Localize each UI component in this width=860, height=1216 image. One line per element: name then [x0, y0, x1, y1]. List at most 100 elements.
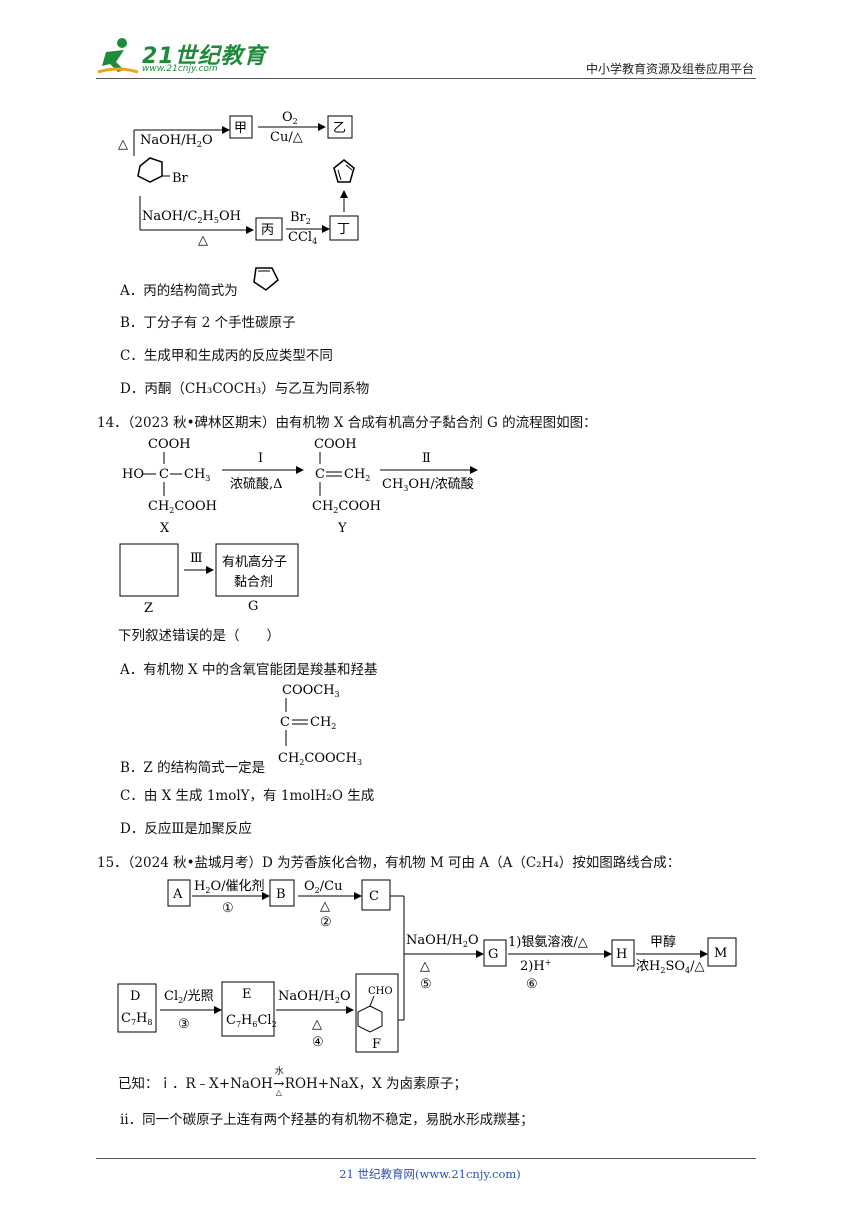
q15-c: C	[369, 889, 379, 904]
q14-y-ch2: CH2	[344, 467, 370, 483]
q15-h: H	[616, 947, 627, 962]
q13-br: Br	[172, 171, 189, 186]
q13-reagent-bottom: NaOH/C2H5OH	[142, 209, 241, 225]
q14-y-cooh: COOH	[314, 437, 357, 452]
q15-e-formula: C7H6Cl2	[226, 1013, 277, 1029]
q15-n3: ③	[178, 1017, 190, 1032]
q13-reagent-top: NaOH/H2O	[140, 133, 213, 149]
q15-r6a: 1)银氨溶液/△	[508, 935, 588, 950]
q15-f: F	[372, 1037, 381, 1052]
q14-y-ch2cooh: CH2COOH	[312, 499, 381, 515]
q15-r1: H2O/催化剂	[194, 879, 264, 895]
q15-synthesis-route: A H2O/催化剂 ① B O2/Cu △ ② C NaOH/H2O △ ⑤ G…	[117, 879, 737, 1053]
q15-a: A	[172, 887, 183, 902]
q14-x-ch3: CH3	[184, 467, 210, 483]
q15-r5: NaOH/H2O	[406, 933, 479, 949]
cyclopentadiene-ring	[333, 159, 355, 183]
q14-option-c: C．由 X 生成 1molY，有 1molH₂O 生成	[120, 788, 375, 804]
q14-option-b: B．Z 的结构简式一定是	[120, 760, 266, 776]
q15-e: E	[242, 987, 252, 1002]
q15-m: M	[714, 946, 727, 961]
q13-option-b: B．丁分子有 2 个手性碳原子	[120, 315, 296, 331]
q14-b-cooch3: COOCH3	[282, 683, 340, 699]
q13-option-a-text: A．丙的结构简式为	[120, 283, 238, 299]
q14-g-box	[215, 543, 299, 597]
q15-g: G	[488, 947, 498, 962]
q14-g-line1: 有机高分子	[222, 554, 287, 570]
q15-b: B	[276, 887, 286, 902]
q13-ccl4: CCl4	[288, 230, 317, 246]
header-divider	[96, 78, 756, 79]
q15-r2: O2/Cu	[304, 879, 342, 895]
q15-r4: NaOH/H2O	[278, 989, 351, 1005]
q14-y-c: C	[315, 467, 325, 482]
q14-x-ho: HO	[122, 467, 144, 482]
q15-n5: ⑤	[420, 977, 432, 992]
q14-b-c: C	[280, 715, 290, 730]
q14-step3: Ⅲ	[190, 551, 203, 566]
q14-x-cooh: COOH	[148, 437, 191, 452]
q14-z-box	[119, 543, 179, 597]
q13-heat-bottom: △	[198, 233, 208, 248]
cyclopentene-icon	[253, 267, 279, 291]
q13-option-c: C．生成甲和生成丙的反应类型不同	[120, 348, 333, 364]
q15-r7a: 甲醇	[650, 934, 676, 950]
q15-r7b: 浓H2SO4/△	[636, 959, 705, 975]
q14-x-label: X	[160, 521, 170, 536]
q13-heat-top: △	[118, 137, 128, 152]
q13-br2: Br2	[290, 210, 311, 226]
q14-step1: I	[258, 451, 263, 466]
footer-divider	[96, 1158, 756, 1159]
q14-cond2: CH3OH/浓硫酸	[382, 477, 474, 493]
q14-option-a: A．有机物 X 中的含氧官能团是羧基和羟基	[120, 662, 378, 678]
q15-known-i-water: 水	[274, 1067, 284, 1077]
q15-r3: Cl2/光照	[164, 989, 214, 1005]
q14-step2: Ⅱ	[422, 451, 431, 466]
q14-cond1: 浓硫酸,Δ	[230, 477, 283, 492]
benzene-ring-icon	[357, 1005, 383, 1033]
logo-url: www.21cnjy.com	[142, 64, 218, 74]
q15-known-i-tail: ROH+NaX，X 为卤素原子；	[284, 1076, 467, 1092]
q15-r6b: 2)H+	[520, 958, 551, 974]
q14-b-ch2cooch3: CH2COOCH3	[278, 751, 362, 767]
q15-d: D	[130, 989, 140, 1004]
q15-n4: ④	[312, 1035, 324, 1050]
q13-ding: 丁	[337, 222, 350, 237]
q14-question: 下列叙述错误的是（ ）	[118, 628, 280, 644]
q14-g-line2: 黏合剂	[234, 574, 273, 590]
q13-option-a: A．丙的结构简式为	[120, 279, 238, 299]
q13-bing: 丙	[261, 223, 274, 238]
logo-text: 21世纪教育	[142, 44, 267, 69]
q13-cu: Cu/△	[270, 130, 303, 145]
q15-known-ii: ⅱ．同一个碳原子上连有两个羟基的有机物不稳定，易脱水形成羰基；	[120, 1112, 534, 1128]
q13-o2: O2	[282, 110, 298, 126]
q13-yi: 乙	[333, 121, 346, 136]
q14-y-label: Y	[337, 521, 347, 536]
q15-cho: CHO	[368, 986, 393, 997]
q15-stem: 15．（2024 秋•盐城月考）D 为芳香族化合物，有机物 M 可由 A（A（C…	[97, 855, 681, 871]
q14-x-ch2cooh: CH2COOH	[148, 499, 217, 515]
q14-reaction-diagram: COOH HO C CH3 CH2COOH X I 浓硫酸,Δ COOH C C…	[119, 437, 478, 616]
q14-g-label: G	[248, 599, 258, 614]
q15-known-i-head: 已知：ｉ．R﹣X+NaOH	[118, 1076, 273, 1092]
q15-heat2: △	[320, 899, 330, 914]
q14-option-d: D．反应Ⅲ是加聚反应	[120, 821, 252, 837]
q14-stem: 14．（2023 秋•碑林区期末）由有机物 X 合成有机高分子黏合剂 G 的流程…	[97, 415, 597, 431]
header-platform-text: 中小学教育资源及组卷应用平台	[585, 62, 754, 76]
q15-known-i-arrow: →	[273, 1076, 285, 1092]
q15-n1: ①	[222, 901, 234, 916]
q15-n6: ⑥	[526, 977, 538, 992]
q14-x-c: C	[159, 467, 169, 482]
q15-heat4: △	[312, 1017, 322, 1032]
q13-option-d: D．丙酮（CH₃COCH₃）与乙互为同系物	[120, 381, 370, 397]
cyclopentyl-ring	[137, 157, 163, 183]
q14-b-structure: COOCH3 C CH2 CH2COOCH3	[278, 683, 362, 767]
footer-link[interactable]: 21 世纪教育网(www.21cnjy.com)	[339, 1167, 521, 1181]
q15-n2: ②	[320, 915, 332, 930]
q14-b-ch2: CH2	[310, 715, 336, 731]
q14-z-label: Z	[144, 601, 153, 616]
q13-reaction-diagram: △ NaOH/H2O 甲 O2 Cu/△ 乙 Br NaOH/C2H5OH △ …	[118, 110, 359, 248]
q15-d-formula: C7H8	[121, 1011, 152, 1027]
q13-jia: 甲	[234, 121, 247, 136]
logo-icon	[97, 38, 139, 74]
